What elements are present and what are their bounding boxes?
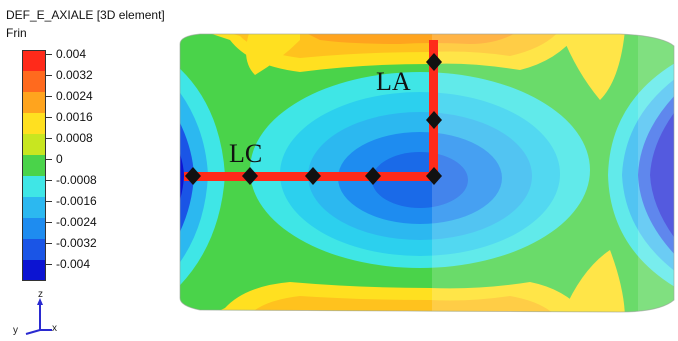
result-subtitle: Frin [6,26,27,40]
measurement-markers [185,53,442,185]
label-la: LA [376,67,411,96]
legend-label: -0.0032 [56,236,97,250]
legend-swatch [22,113,46,134]
legend-label: 0.004 [56,47,87,61]
legend-label: 0 [56,152,63,166]
marker-diamond [426,111,442,129]
legend-label: -0.0008 [56,173,97,187]
label-lc: LC [229,139,262,168]
legend-swatch [22,155,46,176]
axis-label-x: x [52,323,57,334]
axis-triad-icon [25,298,52,335]
result-title: DEF_E_AXIALE [3D element] [6,8,165,22]
marker-diamond [365,167,381,185]
legend-tick [46,75,52,76]
legend-tick [46,96,52,97]
legend-label: 0.0024 [56,89,93,103]
legend-tick [46,54,52,55]
color-legend: 0.004 0.0032 0.0024 0.0016 0.0008 0 -0.0… [16,44,156,281]
legend-tick [46,264,52,265]
legend-tick [46,222,52,223]
axis-label-y: y [13,325,18,336]
axis-triad: z x y [8,290,68,336]
legend-swatch [22,71,46,92]
legend-label: 0.0016 [56,110,93,124]
legend-tick [46,180,52,181]
legend-label: -0.0024 [56,215,97,229]
legend-tick [46,201,52,202]
legend-label: 0.0008 [56,131,93,145]
legend-swatch [22,239,46,260]
legend-swatch [22,218,46,239]
legend-swatch [22,50,46,71]
legend-label: -0.004 [56,257,91,271]
legend-label: -0.0016 [56,194,97,208]
axis-label-z: z [38,289,43,300]
marker-diamond [185,167,201,185]
legend-tick [46,138,52,139]
la-line [429,40,438,181]
legend-tick [46,117,52,118]
legend-swatch [22,197,46,218]
marker-diamond [242,167,258,185]
marker-diamond [426,167,442,185]
legend-tick [46,243,52,244]
legend-swatch [22,92,46,113]
legend-swatch [22,134,46,155]
marker-diamond [426,53,442,71]
legend-swatch [22,176,46,197]
legend-swatch [22,260,46,281]
legend-tick [46,159,52,160]
legend-label: 0.0032 [56,68,93,82]
marker-diamond [305,167,321,185]
